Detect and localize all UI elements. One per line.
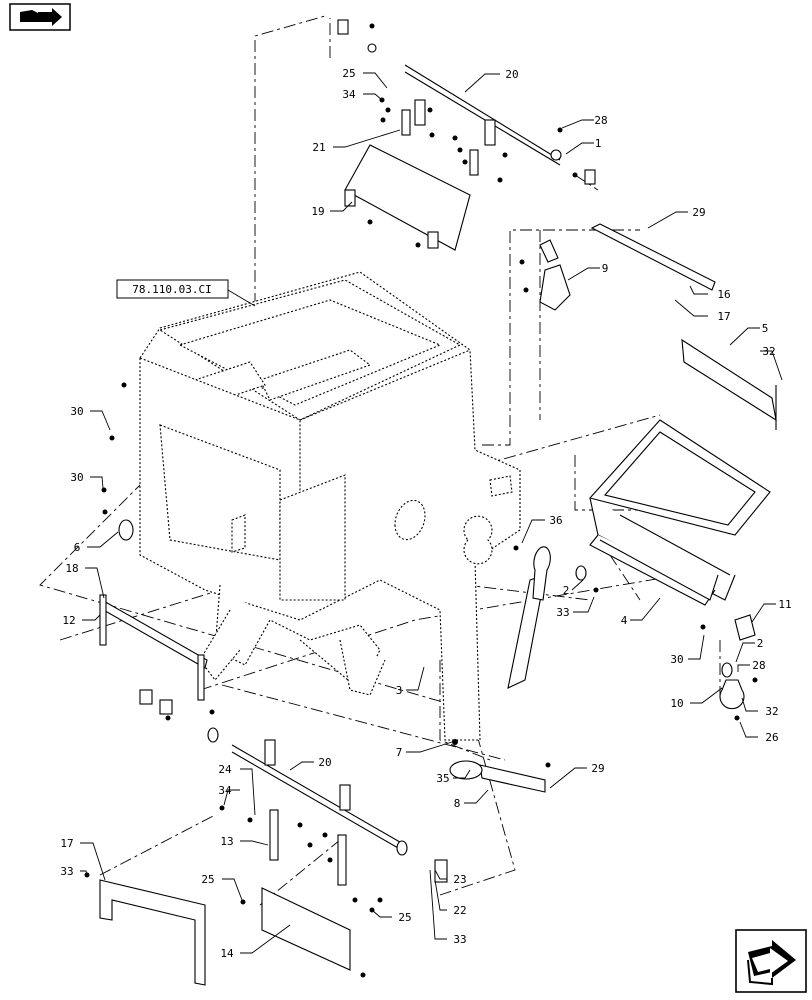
callout-4: 4 <box>621 614 628 627</box>
callout-35: 35 <box>436 772 449 785</box>
callout-10: 10 <box>670 697 683 710</box>
callout-1: 1 <box>595 137 602 150</box>
right-small-parts <box>575 565 758 721</box>
callout-33-left: 33 <box>60 865 73 878</box>
callout-24: 24 <box>218 763 232 776</box>
top-guard-assembly <box>337 19 596 251</box>
callout-36: 36 <box>549 514 562 527</box>
callout-7: 7 <box>396 746 403 759</box>
callout-leaders <box>80 72 783 954</box>
callout-14: 14 <box>220 947 234 960</box>
callout-16: 17 <box>717 310 730 323</box>
top-fasteners <box>367 23 578 248</box>
main-housing <box>139 271 521 741</box>
callout-22: 22 <box>453 904 466 917</box>
book-arrow-icon[interactable] <box>9 3 71 31</box>
callout-labels: 25 34 20 21 19 28 1 29 9 16 17 5 32 30 3… <box>60 67 791 960</box>
callout-6: 6 <box>74 541 81 554</box>
lever-assembly <box>449 545 551 793</box>
callout-18: 18 <box>65 562 78 575</box>
callout-33: 33 <box>556 606 569 619</box>
callout-30-right: 30 <box>670 653 683 666</box>
callout-9: 9 <box>602 262 609 275</box>
callout-3: 3 <box>396 684 403 697</box>
callout-5: 5 <box>762 322 769 335</box>
callout-28-bottom: 29 <box>591 762 604 775</box>
callout-25-right: 25 <box>398 911 411 924</box>
callout-23: 23 <box>453 873 466 886</box>
assembly-guide-lines <box>39 15 721 906</box>
callout-28: 28 <box>594 114 607 127</box>
right-side-parts <box>519 223 777 430</box>
callout-20-bottom: 20 <box>318 756 331 769</box>
callout-25-left: 25 <box>201 873 214 886</box>
hopper-chute <box>588 419 771 606</box>
bottom-guard-assembly <box>84 689 448 986</box>
callout-13: 13 <box>220 835 233 848</box>
callout-31: 32 <box>762 345 775 358</box>
callout-8: 8 <box>454 797 461 810</box>
reference-label: 78.110.03.CI <box>132 283 211 296</box>
next-page-arrow-icon[interactable] <box>735 929 807 993</box>
callout-25: 25 <box>342 67 355 80</box>
callout-12: 12 <box>62 614 75 627</box>
callout-26: 26 <box>765 731 778 744</box>
callout-30-left: 30 <box>70 471 83 484</box>
callout-32: 32 <box>765 705 778 718</box>
callout-29-left: 30 <box>70 405 83 418</box>
callout-2-right: 2 <box>757 637 764 650</box>
reference-box[interactable]: 78.110.03.CI <box>116 279 256 307</box>
callout-33-bottom: 33 <box>453 933 466 946</box>
callout-20: 20 <box>505 68 518 81</box>
callout-17: 17 <box>60 837 73 850</box>
callout-2: 2 <box>563 584 570 597</box>
callout-29: 29 <box>692 206 705 219</box>
callout-27: 28 <box>752 659 765 672</box>
callout-21: 21 <box>312 141 325 154</box>
callout-15: 16 <box>717 288 730 301</box>
callout-11: 11 <box>778 598 791 611</box>
callout-34: 34 <box>342 88 356 101</box>
callout-19: 19 <box>311 205 324 218</box>
callout-34-bottom: 34 <box>218 784 232 797</box>
